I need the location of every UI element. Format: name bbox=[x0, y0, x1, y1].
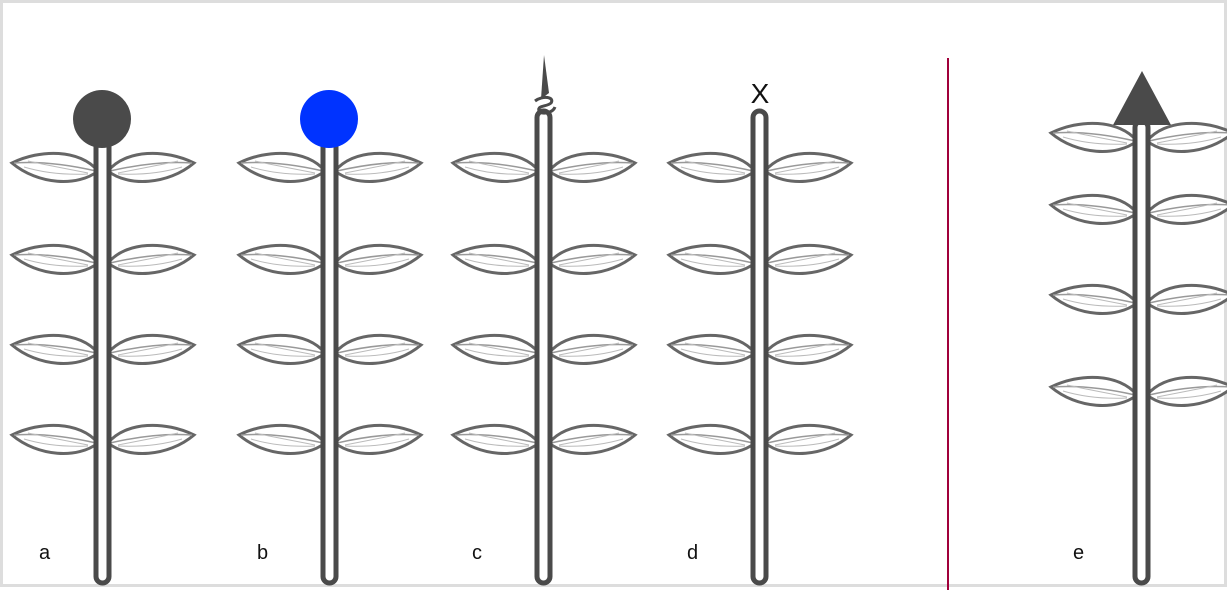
stem bbox=[750, 108, 769, 586]
panel-a bbox=[12, 90, 196, 586]
panel-e bbox=[1051, 71, 1227, 586]
diagram-svg: X bbox=[3, 55, 1227, 590]
stem bbox=[534, 108, 553, 586]
panel-d: X bbox=[669, 78, 853, 586]
apex-circle-blue bbox=[300, 90, 358, 148]
panel-c bbox=[453, 55, 637, 586]
panel-label-a: a bbox=[39, 542, 51, 564]
panel-label-e: e bbox=[1073, 542, 1085, 564]
stem bbox=[93, 135, 112, 586]
stem bbox=[320, 135, 339, 586]
panel-b bbox=[239, 90, 423, 586]
stem bbox=[1132, 118, 1151, 586]
panel-label-d: d bbox=[687, 542, 699, 564]
panel-label-b: b bbox=[257, 542, 269, 564]
apex-triangle bbox=[1113, 71, 1171, 125]
apex-x-mark: X bbox=[751, 78, 770, 109]
panel-label-c: c bbox=[472, 542, 482, 564]
apex-circle-gray bbox=[73, 90, 131, 148]
apex-withered-tip bbox=[534, 55, 557, 115]
